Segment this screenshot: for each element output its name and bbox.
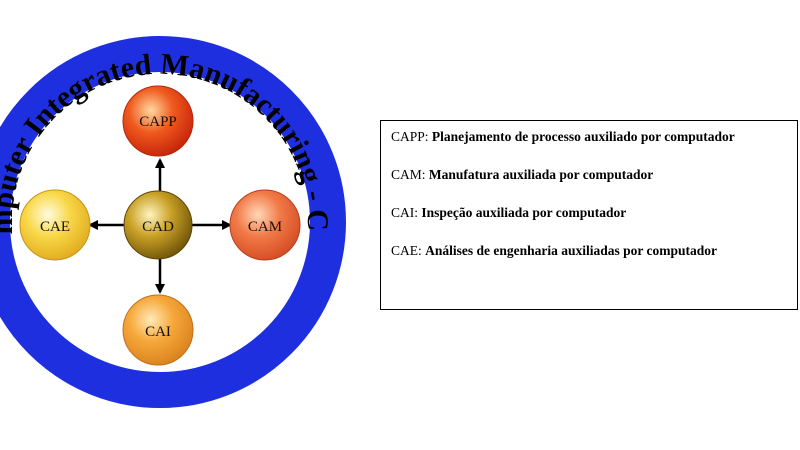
- legend-box: CAPP: Planejamento de processo auxiliado…: [380, 120, 798, 310]
- node-capp: CAPP: [122, 85, 194, 157]
- node-cai-label: CAI: [145, 324, 171, 340]
- node-cad: CAD: [123, 190, 193, 260]
- node-capp-label: CAPP: [139, 114, 177, 130]
- node-cai: CAI: [122, 294, 194, 366]
- legend-abbr: CAI:: [391, 205, 418, 220]
- legend-abbr: CAM:: [391, 167, 426, 182]
- legend-desc: Planejamento de processo auxiliado por c…: [431, 129, 735, 144]
- legend-item-capp: CAPP: Planejamento de processo auxiliado…: [391, 129, 797, 145]
- legend-abbr: CAPP:: [391, 129, 429, 144]
- node-cam: CAM: [229, 189, 301, 261]
- legend-abbr: CAE:: [391, 243, 422, 258]
- node-cae: CAE: [19, 189, 91, 261]
- legend-item-cai: CAI: Inspeção auxiliada por computador: [391, 205, 797, 221]
- legend-item-cam: CAM: Manufatura auxiliada por computador: [391, 167, 797, 183]
- node-cae-label: CAE: [40, 219, 70, 235]
- legend-desc: Inspeção auxiliada por computador: [421, 205, 627, 220]
- cim-ring: [0, 36, 346, 408]
- legend-item-cae: CAE: Análises de engenharia auxiliadas p…: [391, 243, 797, 259]
- node-cad-label: CAD: [142, 219, 174, 235]
- legend-desc: Manufatura auxiliada por computador: [428, 167, 654, 182]
- node-cam-label: CAM: [248, 219, 282, 235]
- legend-desc: Análises de engenharia auxiliadas por co…: [425, 243, 718, 258]
